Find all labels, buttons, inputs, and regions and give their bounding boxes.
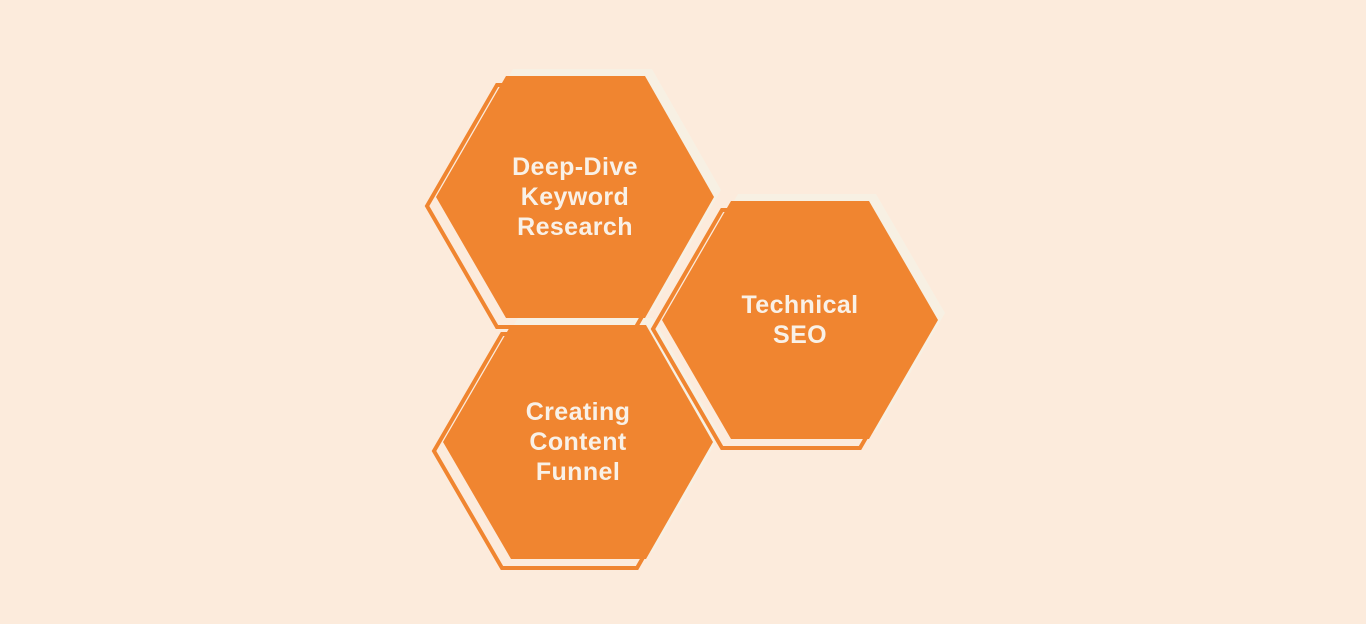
hexagon-creating-content-funnel — [443, 325, 713, 559]
hexagon-deep-dive-keyword-research — [436, 76, 714, 318]
hexagon-body-layer — [436, 76, 938, 559]
hexagon-technical-seo — [662, 201, 938, 439]
